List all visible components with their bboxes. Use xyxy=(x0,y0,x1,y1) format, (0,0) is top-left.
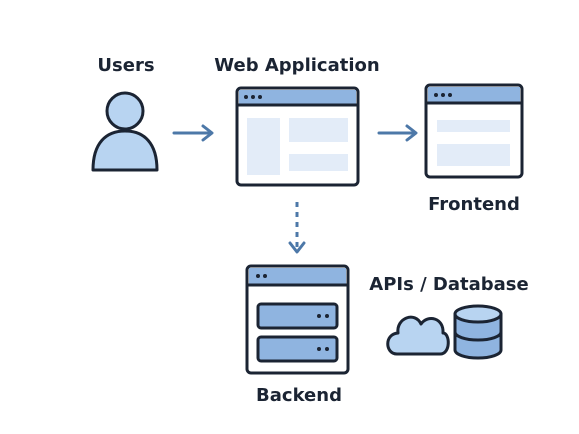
cloud-icon xyxy=(386,315,450,356)
database-icon xyxy=(453,304,503,360)
frontend-label: Frontend xyxy=(428,194,520,215)
arrow-web-app-to-frontend xyxy=(377,124,418,142)
server-icon xyxy=(245,264,350,375)
browser-window-icon xyxy=(235,86,360,187)
apis-database-label: APIs / Database xyxy=(369,274,528,295)
user-icon xyxy=(91,91,159,172)
browser-window-icon xyxy=(424,83,524,179)
arrow-users-to-web-app xyxy=(172,124,214,142)
arrow-web-app-to-backend xyxy=(288,202,306,254)
users-label: Users xyxy=(97,55,154,76)
web-application-label: Web Application xyxy=(214,55,379,76)
backend-label: Backend xyxy=(256,385,342,406)
